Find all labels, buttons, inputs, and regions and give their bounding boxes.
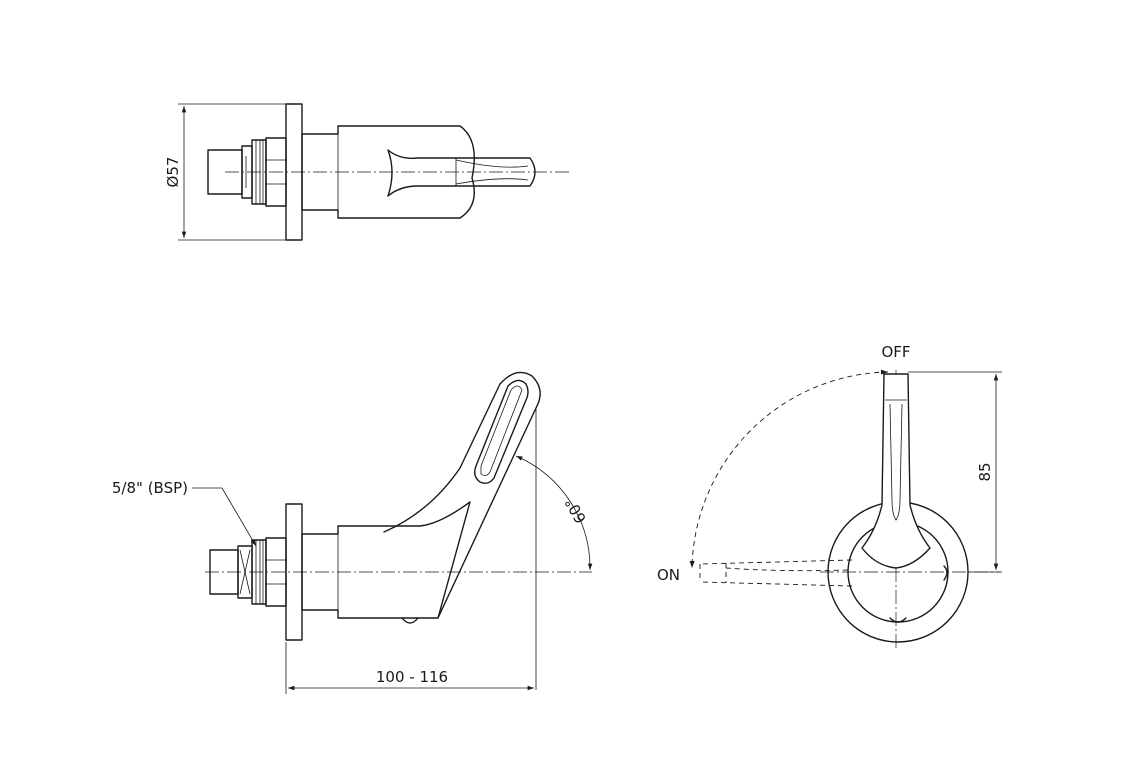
- angle-label: 60°: [561, 494, 590, 526]
- length-label: 100 - 116: [376, 668, 448, 686]
- side-body: [301, 501, 471, 619]
- height-label: 85: [976, 462, 994, 481]
- height-dimension: 85: [908, 371, 1002, 573]
- side-lever-slot: [473, 379, 529, 485]
- off-label: OFF: [881, 343, 910, 361]
- side-view: 60° 100 - 116 5/8" (BSP): [112, 371, 593, 694]
- side-connector: [209, 537, 287, 607]
- diameter-dimension: Ø57: [164, 103, 286, 241]
- rotation-arc: [689, 369, 889, 569]
- top-view: Ø57: [164, 103, 572, 241]
- side-lever: [383, 371, 541, 619]
- end-view: 85 OFF ON: [657, 343, 1002, 648]
- on-label: ON: [657, 566, 680, 584]
- diameter-label: Ø57: [164, 157, 182, 188]
- length-dimension: 100 - 116: [285, 642, 534, 694]
- top-connector: [207, 137, 287, 207]
- top-lever: [387, 149, 536, 197]
- top-body: [301, 125, 475, 219]
- lever-off-position: [861, 373, 931, 569]
- thread-label: 5/8" (BSP): [112, 479, 188, 497]
- angle-dimension: 60°: [515, 408, 593, 690]
- thread-leader: 5/8" (BSP): [112, 479, 257, 547]
